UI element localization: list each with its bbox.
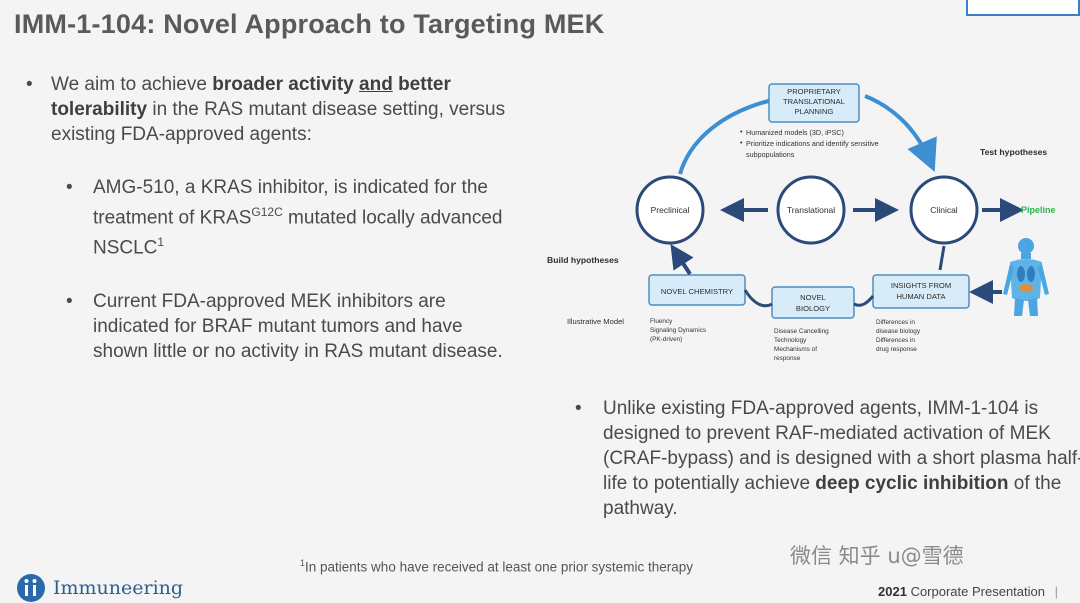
left-content: • We aim to achieve broader activity and… <box>26 72 516 364</box>
svg-text:PLANNING: PLANNING <box>795 107 834 116</box>
planning-box <box>768 83 860 123</box>
bullet-dot: • <box>66 290 73 312</box>
bullet-dot: • <box>575 398 582 419</box>
svg-text:Prioritize indications and ide: Prioritize indications and identify sens… <box>746 139 879 148</box>
footnote: 1In patients who have received at least … <box>300 558 693 575</box>
svg-text:NOVEL CHEMISTRY: NOVEL CHEMISTRY <box>661 287 733 296</box>
svg-text:disease biology: disease biology <box>876 328 921 335</box>
pipeline-label: Pipeline <box>1021 205 1056 215</box>
cycle-arc-right <box>864 94 937 173</box>
clinical-circle <box>909 175 979 245</box>
preclinical-label: Preclinical <box>651 205 690 215</box>
svg-text:Signaling Dynamics: Signaling Dynamics <box>650 327 706 334</box>
watermark: 微信 知乎 u@雪德 <box>790 544 964 568</box>
presentation-label: 2021 Corporate Presentation | <box>878 584 1058 599</box>
main-bullet: • We aim to achieve broader activity and… <box>26 74 506 145</box>
svg-text:Technology: Technology <box>774 337 807 344</box>
preclinical-circle <box>635 175 705 245</box>
test-hypotheses-label: Test hypotheses <box>980 147 1047 157</box>
immuneering-logo-icon <box>17 574 45 602</box>
company-name: Immuneering <box>53 577 184 599</box>
build-hypotheses-label: Build hypotheses <box>547 255 619 265</box>
right-bullet: • Unlike existing FDA-approved agents, I… <box>575 398 1080 519</box>
svg-text:TRANSLATIONAL: TRANSLATIONAL <box>783 97 845 106</box>
svg-text:Fluency: Fluency <box>650 318 673 325</box>
translational-circle <box>776 175 846 245</box>
svg-text:HUMAN DATA: HUMAN DATA <box>896 292 946 301</box>
sub-bullet-mek: • Current FDA-approved MEK inhibitors ar… <box>66 290 503 362</box>
svg-text:Humanized models (3D, iPSC): Humanized models (3D, iPSC) <box>746 128 844 137</box>
svg-text:(PK-driven): (PK-driven) <box>650 336 682 343</box>
slide-title: IMM-1-104: Novel Approach to Targeting M… <box>14 9 605 39</box>
clinical-label: Clinical <box>930 205 958 215</box>
svg-text:Differences in: Differences in <box>876 337 915 344</box>
sub-bullet-amg510: • AMG-510, a KRAS inhibitor, is indicate… <box>66 177 503 259</box>
svg-text:NOVEL: NOVEL <box>800 293 826 302</box>
svg-text:PROPRIETARY: PROPRIETARY <box>787 87 841 96</box>
bullet-dot: • <box>66 177 73 198</box>
illustrative-model-label: Illustrative Model <box>567 317 624 326</box>
svg-text:INSIGHTS FROM: INSIGHTS FROM <box>891 281 951 290</box>
svg-text:Mechanisms of: Mechanisms of <box>774 346 817 353</box>
svg-text:Differences in: Differences in <box>876 319 915 326</box>
human-body-icon <box>1003 238 1049 316</box>
svg-text:•: • <box>740 127 743 136</box>
svg-text:subpopulations: subpopulations <box>746 150 795 159</box>
svg-text:drug response: drug response <box>876 346 917 353</box>
translational-cycle-diagram: Preclinical Translational Clinical PROPR… <box>547 83 1056 362</box>
translational-label: Translational <box>787 205 835 215</box>
corner-frame <box>966 0 1080 16</box>
svg-text:response: response <box>774 355 801 362</box>
biology-box <box>771 286 855 319</box>
svg-text:Disease Cancelling: Disease Cancelling <box>774 328 829 335</box>
company-logo: Immuneering <box>16 573 183 603</box>
bullet-dot: • <box>26 74 33 95</box>
svg-text:BIOLOGY: BIOLOGY <box>796 304 830 313</box>
svg-text:•: • <box>740 138 743 147</box>
